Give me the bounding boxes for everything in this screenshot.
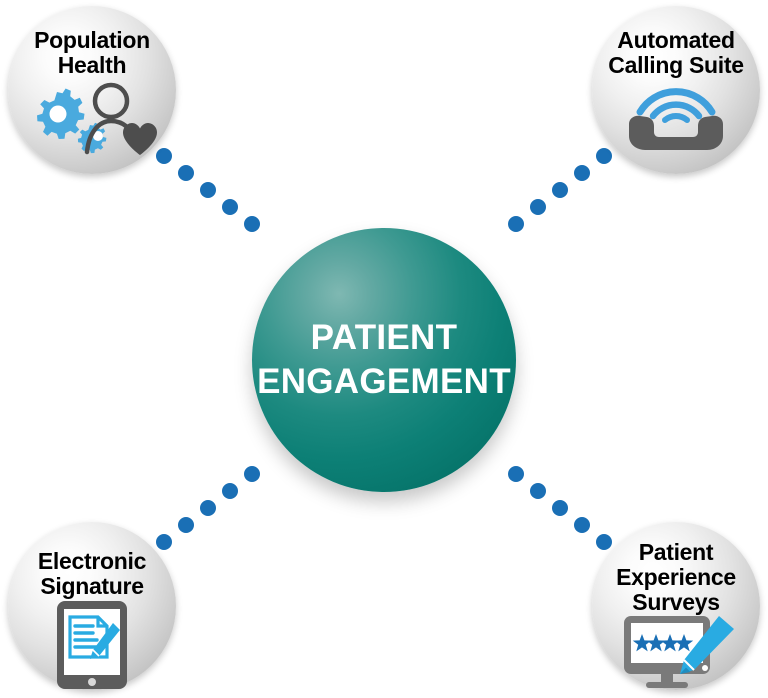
node-automated-calling-suite[interactable]: Automated Calling Suite (592, 6, 760, 174)
connector-dot (530, 199, 546, 215)
connector-dot (552, 500, 568, 516)
connector-dot (508, 466, 524, 482)
phone-handset-signal-icon (617, 78, 735, 155)
connector-dot (596, 148, 612, 164)
connector-dot (200, 500, 216, 516)
node-population-health[interactable]: Population Health (8, 6, 176, 174)
monitor-stars-pencil-icon (616, 614, 736, 695)
center-hub-patient-engagement[interactable]: PATIENT ENGAGEMENT (252, 228, 516, 492)
connector-dot (574, 517, 590, 533)
connector-dot (178, 165, 194, 181)
tablet-document-pen-icon (55, 599, 129, 696)
center-hub-label: PATIENT ENGAGEMENT (257, 318, 511, 401)
connector-dot (178, 517, 194, 533)
gears-person-heart-icon (27, 78, 157, 161)
node-electronic-signature[interactable]: Electronic Signature (8, 522, 176, 690)
connector-dot (552, 182, 568, 198)
node-automated-calling-suite-label: Automated Calling Suite (608, 27, 744, 78)
node-patient-experience-surveys[interactable]: Patient Experience Surveys (592, 522, 760, 690)
connector-dot (574, 165, 590, 181)
connector-dot (222, 199, 238, 215)
connector-dot (156, 534, 172, 550)
connector-dot (596, 534, 612, 550)
connector-dot (222, 483, 238, 499)
node-electronic-signature-label: Electronic Signature (37, 548, 147, 599)
connector-dot (244, 466, 260, 482)
node-patient-experience-surveys-label: Patient Experience Surveys (616, 539, 736, 615)
connector-dot (244, 216, 260, 232)
connector-dot (156, 148, 172, 164)
connector-dot (200, 182, 216, 198)
connector-dot (530, 483, 546, 499)
connector-dot (508, 216, 524, 232)
node-population-health-label: Population Health (34, 27, 150, 78)
